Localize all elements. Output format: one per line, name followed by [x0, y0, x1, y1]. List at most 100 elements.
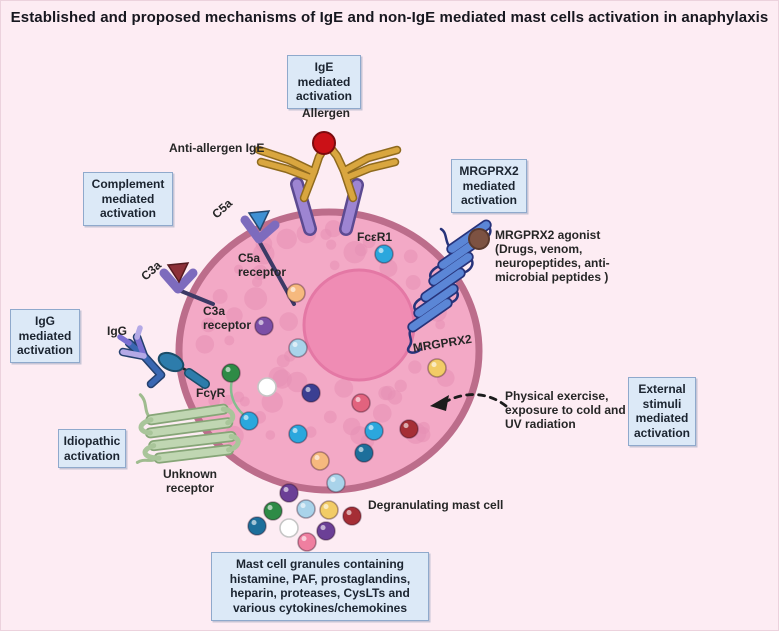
granule [257, 377, 277, 397]
granule-highlight [314, 455, 320, 461]
granule [288, 338, 308, 358]
callout-complement-mediated: Complement mediated activation [83, 172, 173, 226]
allergen-particle [312, 131, 336, 155]
granule [296, 499, 316, 519]
granule-highlight [258, 320, 264, 326]
granule [326, 473, 346, 493]
granule [301, 383, 321, 403]
igg-antibody-shape [117, 325, 210, 389]
label-unknown-receptor: Unknown receptor [163, 467, 217, 496]
granule [286, 283, 306, 303]
granule-highlight [368, 425, 374, 431]
granule-highlight [378, 248, 384, 254]
label-mrgprx2-agonist: MRGPRX2 agonist (Drugs, venom, neuropept… [495, 228, 610, 285]
cytoplasm-dot [387, 390, 403, 405]
granule-highlight [300, 503, 306, 509]
granule [354, 443, 374, 463]
granule-highlight [290, 287, 296, 293]
cytoplasm-dot [362, 235, 376, 249]
cytoplasm-dot [212, 289, 228, 304]
granule-highlight [261, 381, 267, 387]
cytoplasm-dot [323, 410, 337, 424]
granule-highlight [355, 397, 361, 403]
granule [239, 411, 259, 431]
external-stimuli-arrow [430, 393, 508, 411]
cytoplasm-dot [350, 426, 369, 445]
label-c3a-receptor: C3a receptor [203, 304, 252, 333]
cytoplasm-dot [403, 249, 418, 264]
mrgprx2-agonist-particle [468, 228, 490, 250]
unknown-receptor-shape [135, 393, 241, 464]
cytoplasm-dot [226, 307, 243, 324]
callout-igg-mediated: IgG mediated activation [10, 309, 80, 363]
cytoplasm-dot [265, 430, 276, 440]
granule [342, 506, 362, 526]
granule [279, 483, 299, 503]
granule [427, 358, 447, 378]
granule [263, 501, 283, 521]
cytoplasm-dot [334, 378, 354, 398]
cytoplasm-dot [286, 371, 308, 393]
c3a-receptor-shape [159, 262, 215, 306]
label-external-trigger: Physical exercise, exposure to cold and … [505, 389, 626, 432]
granule-highlight [283, 487, 289, 493]
cytoplasm-dot [224, 335, 235, 346]
cytoplasm-dot [320, 228, 332, 240]
callout-external-stimuli: External stimuli mediated activation [628, 377, 696, 446]
granule-highlight [305, 387, 311, 393]
granule-highlight [267, 505, 273, 511]
granule-highlight [431, 362, 437, 368]
cytoplasm-dot [329, 260, 340, 271]
cytoplasm-dot [233, 391, 245, 403]
granule-highlight [323, 504, 329, 510]
granule [399, 419, 419, 439]
cytoplasm-dot [201, 317, 216, 333]
granule [247, 516, 267, 536]
label-degranulating: Degranulating mast cell [368, 498, 504, 512]
cytoplasm-dot [233, 264, 244, 274]
cytoplasm-dot [435, 319, 446, 330]
granule-highlight [243, 415, 249, 421]
cytoplasm-dot [279, 312, 298, 331]
c3a-fragment [166, 262, 190, 284]
cytoplasm-dot [343, 241, 366, 264]
label-allergen: Allergen [302, 106, 351, 120]
granule-highlight [251, 520, 257, 526]
cytoplasm-dot [372, 403, 392, 423]
cytoplasm-dot [405, 275, 421, 290]
granule-highlight [283, 522, 289, 528]
cytoplasm-dot [305, 426, 317, 438]
label-fcgr: FcγR [196, 386, 226, 400]
granule [319, 500, 339, 520]
granule-highlight [225, 367, 231, 373]
cytoplasm-dot [379, 259, 398, 278]
mrgprx2-receptor-shape [406, 219, 492, 354]
label-anti-allergen-ige: Anti-allergen IgE [169, 141, 265, 155]
granule [364, 421, 384, 441]
granule-highlight [330, 477, 336, 483]
granule [351, 393, 371, 413]
granule-highlight [358, 447, 364, 453]
cytoplasm-dot [195, 335, 215, 354]
granule-highlight [292, 342, 298, 348]
cytoplasm-dot [252, 264, 268, 281]
nucleus [302, 268, 416, 382]
granule-highlight [292, 428, 298, 434]
cytoplasm-dot [208, 394, 221, 407]
granules-layer [221, 244, 447, 552]
callout-ige-mediated: IgE mediated activation [287, 55, 361, 109]
granule [221, 363, 241, 383]
label-fcer1: FcεR1 [357, 230, 393, 244]
fcgr-receptor-head [157, 351, 185, 373]
c5a-fragment [247, 210, 271, 232]
callout-granule-contents: Mast cell granules containing histamine,… [211, 552, 429, 621]
figure-title: Established and proposed mechanisms of I… [10, 9, 769, 26]
granule [316, 521, 336, 541]
granule-highlight [301, 536, 307, 542]
callout-idiopathic: Idiopathic activation [58, 429, 126, 469]
granule [254, 316, 274, 336]
granule [310, 451, 330, 471]
ige-antibodies [254, 142, 402, 203]
